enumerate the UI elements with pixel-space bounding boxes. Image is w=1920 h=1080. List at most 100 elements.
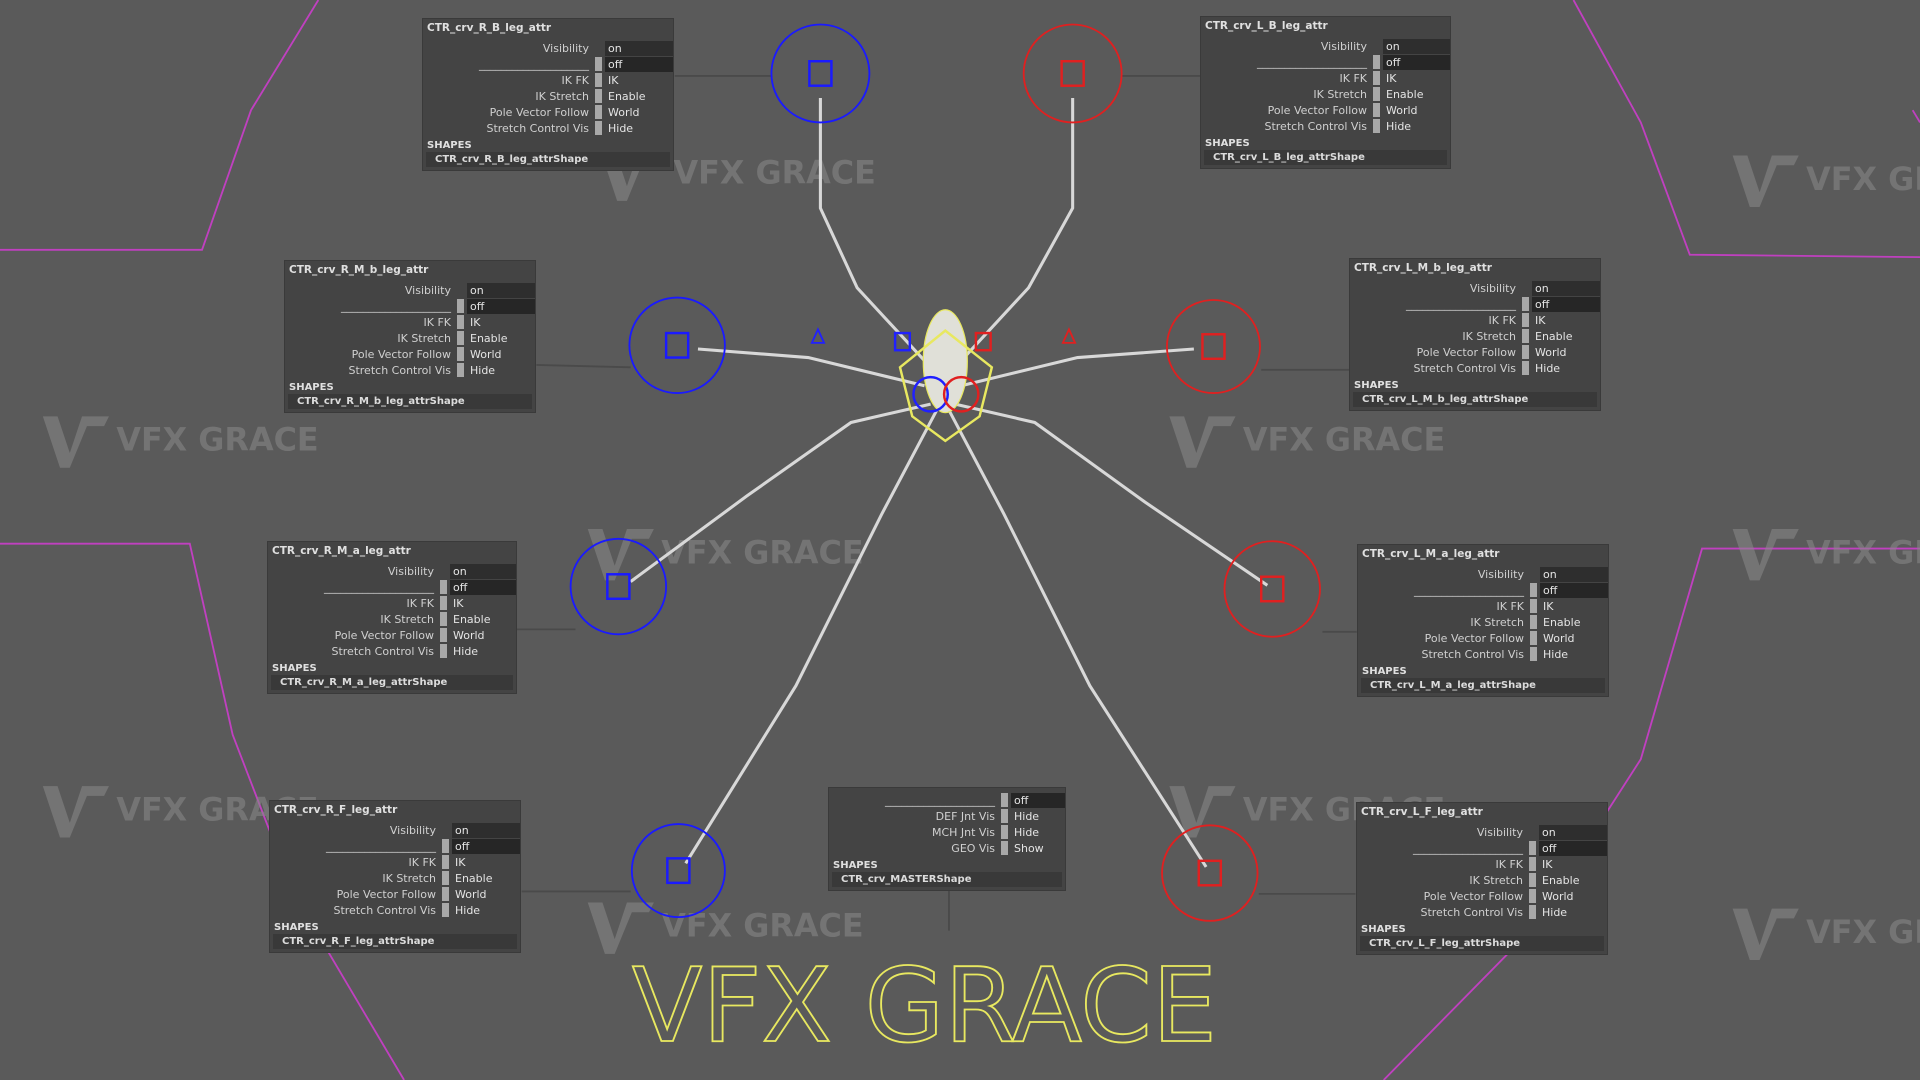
attr-swatch[interactable] — [1373, 119, 1380, 133]
attr-row[interactable]: ____________________off — [270, 838, 520, 854]
foot-control-box[interactable] — [606, 573, 631, 600]
attr-value[interactable]: on — [1539, 824, 1607, 840]
attr-swatch[interactable] — [457, 363, 464, 377]
attr-value[interactable]: on — [450, 563, 516, 579]
attr-value[interactable]: World — [1543, 631, 1575, 645]
attr-value[interactable]: Enable — [453, 612, 491, 626]
attr-value[interactable]: on — [605, 40, 673, 56]
attr-swatch[interactable] — [595, 89, 602, 103]
attr-swatch[interactable] — [442, 871, 449, 885]
attr-row[interactable]: ____________________off — [268, 579, 516, 595]
right-leg-ik-control[interactable] — [630, 823, 726, 919]
attr-value[interactable]: IK — [608, 73, 619, 87]
attr-value[interactable]: off — [1540, 582, 1608, 598]
attr-row[interactable]: ____________________off — [423, 56, 673, 72]
attr-value[interactable]: Enable — [608, 89, 646, 103]
shape-node[interactable]: CTR_crv_L_F_leg_attrShape — [1360, 936, 1604, 951]
foot-control-box[interactable] — [1201, 333, 1226, 360]
attr-swatch[interactable] — [442, 887, 449, 901]
attr-value[interactable]: Enable — [1542, 873, 1580, 887]
attr-swatch[interactable] — [1529, 889, 1536, 903]
attr-swatch[interactable] — [1530, 631, 1537, 645]
attr-swatch[interactable] — [1373, 71, 1380, 85]
attr-swatch[interactable] — [440, 612, 447, 626]
foot-control-box[interactable] — [1060, 60, 1085, 87]
attr-value[interactable]: Enable — [1535, 329, 1573, 343]
body-controls[interactable] — [810, 309, 1077, 443]
attr-value[interactable]: IK — [1542, 857, 1553, 871]
attr-swatch[interactable] — [1529, 841, 1536, 855]
attr-value[interactable]: on — [452, 822, 520, 838]
attr-value[interactable]: World — [470, 347, 502, 361]
attr-value[interactable]: Enable — [1543, 615, 1581, 629]
right-leg-ik-control[interactable] — [569, 537, 668, 636]
left-leg-ik-control[interactable] — [1223, 540, 1321, 638]
shape-node[interactable]: CTR_crv_R_B_leg_attrShape — [426, 152, 670, 167]
attr-swatch[interactable] — [440, 596, 447, 610]
attr-value[interactable]: Show — [1014, 841, 1044, 855]
attr-value[interactable]: on — [467, 282, 535, 298]
attr-swatch[interactable] — [440, 580, 447, 594]
attr-value[interactable]: Enable — [470, 331, 508, 345]
attr-value[interactable]: Hide — [455, 903, 481, 917]
attr-swatch[interactable] — [442, 903, 449, 917]
attr-value[interactable]: Hide — [1014, 809, 1040, 823]
attr-swatch[interactable] — [457, 347, 464, 361]
attr-swatch[interactable] — [457, 315, 464, 329]
attr-value[interactable]: Hide — [1535, 361, 1561, 375]
attr-value[interactable]: IK — [455, 855, 466, 869]
attr-swatch[interactable] — [1373, 55, 1380, 69]
attr-row[interactable]: ____________________off — [1357, 840, 1607, 856]
shape-node[interactable]: CTR_crv_L_M_a_leg_attrShape — [1361, 678, 1605, 693]
left-leg-ik-control[interactable] — [1022, 23, 1123, 124]
attr-swatch[interactable] — [1522, 313, 1529, 327]
attr-value[interactable]: off — [1383, 54, 1450, 70]
attr-swatch[interactable] — [1530, 615, 1537, 629]
attr-swatch[interactable] — [1530, 599, 1537, 613]
attr-swatch[interactable] — [1001, 809, 1008, 823]
attr-swatch[interactable] — [595, 57, 602, 71]
right-leg-ik-control[interactable] — [628, 296, 726, 394]
shape-node[interactable]: CTR_crv_R_F_leg_attrShape — [273, 934, 517, 949]
attr-value[interactable]: Hide — [1542, 905, 1568, 919]
left-leg-ik-control[interactable] — [1166, 299, 1261, 394]
shape-node[interactable]: CTR_crv_R_M_b_leg_attrShape — [288, 394, 532, 409]
attr-value[interactable]: World — [453, 628, 485, 642]
attr-value[interactable]: World — [455, 887, 487, 901]
attr-value[interactable]: on — [1532, 280, 1600, 296]
attr-swatch[interactable] — [440, 644, 447, 658]
attr-swatch[interactable] — [595, 105, 602, 119]
